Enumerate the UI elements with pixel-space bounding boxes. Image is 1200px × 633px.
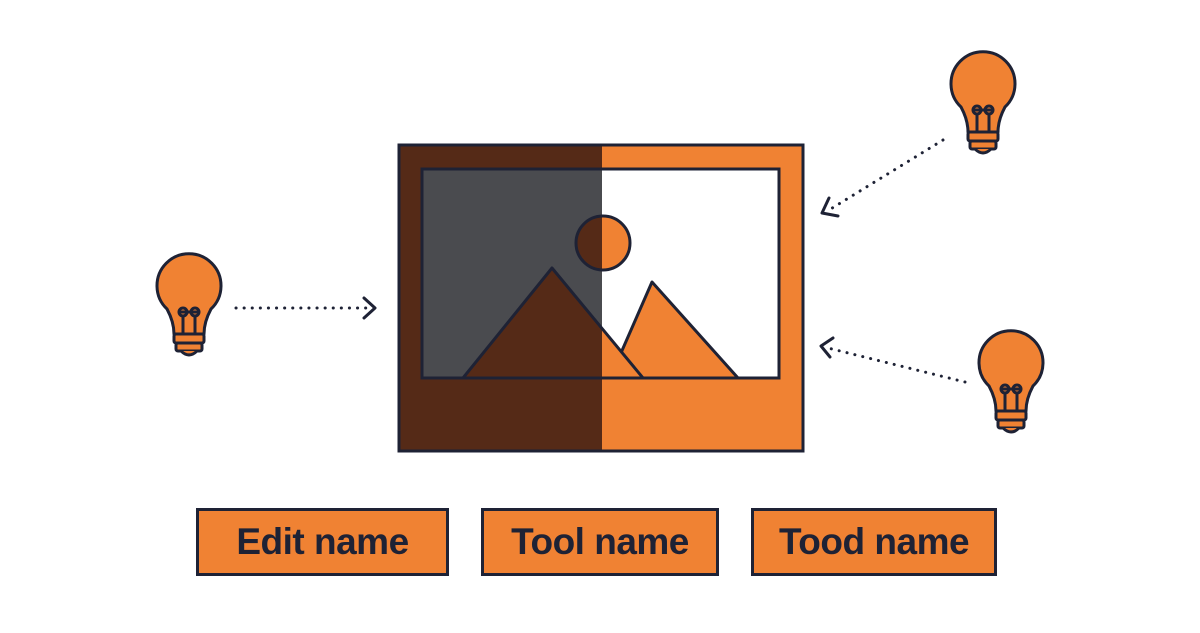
label-edit-name: Edit name [196,508,449,576]
dotted-arrow-icon [234,296,377,320]
mountains [461,266,740,378]
lightbulb-icon [977,329,1045,434]
lightbulb-icon [949,50,1017,155]
label-tood-name: Tood name [751,508,997,576]
sun-icon [574,214,632,272]
lightbulb-icon [155,252,223,357]
dotted-arrow-icon [819,336,967,384]
dotted-arrow-icon [820,138,945,218]
label-tool-name: Tool name [481,508,719,576]
image-placeholder-icon [397,143,805,453]
